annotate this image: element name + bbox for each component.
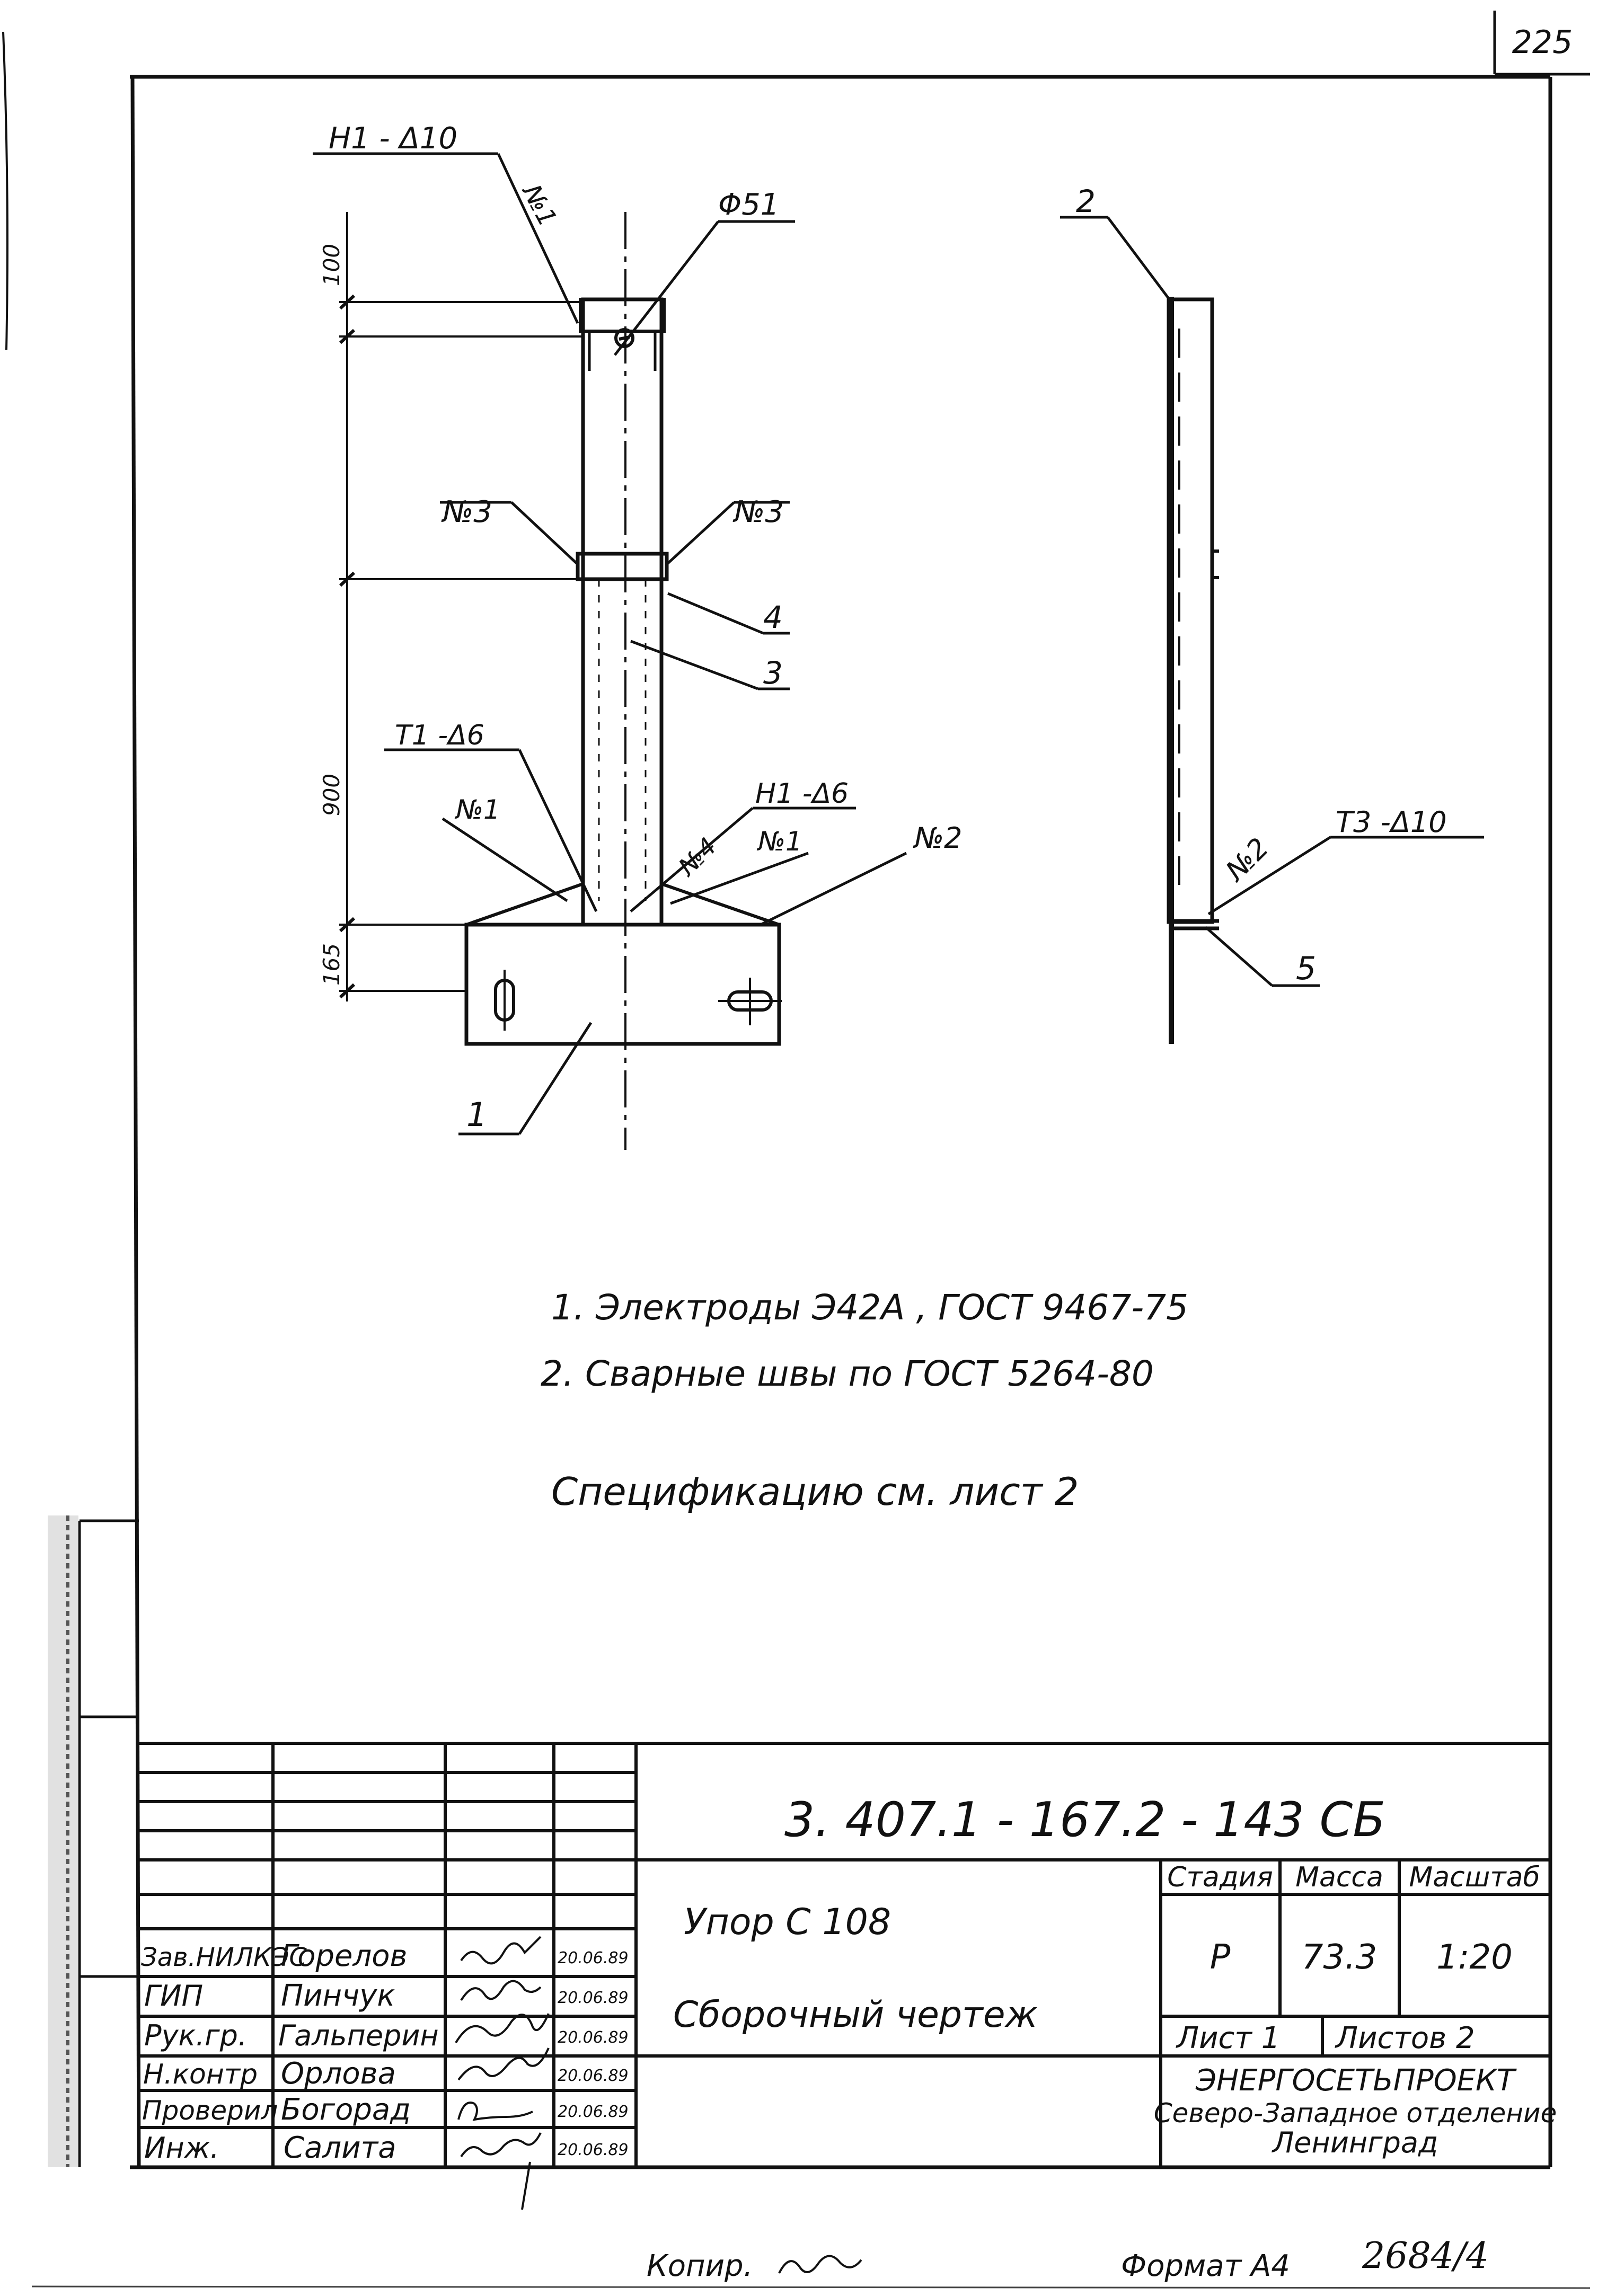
weld-label-n1-mid: №1: [756, 826, 802, 857]
part-label-4: 4: [763, 599, 783, 635]
header-mass: Масса: [1295, 1861, 1383, 1893]
org-city: Ленинград: [1272, 2126, 1438, 2159]
sheets-label: Листов 2: [1335, 2021, 1475, 2055]
weld-label-t1-d6: Т1 -Δ6: [395, 720, 484, 751]
dimension-165: 165: [319, 943, 345, 986]
footer-copied: Копир.: [647, 2249, 753, 2283]
side-view: [1167, 297, 1219, 1044]
binding-strip-shading: [48, 1515, 78, 2167]
signature-date: 20.06.89: [558, 1989, 629, 2007]
spec-note: Спецификацию см. лист 2: [551, 1469, 1079, 1514]
weld-label-n1-top: №1: [516, 179, 563, 232]
dimension-900: 900: [319, 774, 345, 816]
signature-role: ГИП: [144, 1979, 203, 2013]
value-scale: 1:20: [1436, 1938, 1513, 1977]
signature-role: Инж.: [144, 2131, 219, 2165]
weld-label-n3-left: №3: [441, 495, 492, 529]
dimension-100: 100: [319, 244, 345, 286]
signature-date: 20.06.89: [558, 2067, 629, 2085]
signature-role: Зав.НИЛКЭС: [141, 1943, 307, 1972]
signature-date: 20.06.89: [558, 2103, 629, 2121]
signature-date: 20.06.89: [558, 2028, 629, 2047]
signature-role: Рук.гр.: [144, 2019, 247, 2052]
signature-name: Горелов: [281, 1939, 408, 1973]
note-2: 2. Сварные швы по ГОСТ 5264-80: [541, 1353, 1154, 1394]
sheet-label: Лист 1: [1176, 2021, 1280, 2055]
hole-diameter-label: Φ51: [718, 188, 779, 222]
signature-role: Проверил: [142, 2095, 278, 2126]
copier-signature: [778, 2255, 862, 2274]
binding-strip: [78, 1519, 139, 2167]
bottom-edge-line: [31, 2285, 1591, 2289]
drawing-designation: 3. 407.1 - 167.2 - 143 СБ: [784, 1792, 1385, 1848]
footer-number: 2684/4: [1362, 2235, 1489, 2277]
page-number-box: [1493, 11, 1590, 76]
title-block-grid: [139, 1742, 1550, 2167]
page-number: 225: [1512, 24, 1573, 61]
weld-label-n2-front: №2: [913, 821, 963, 855]
signature-date: 20.06.89: [558, 1949, 629, 1967]
footer-format: Формат А4: [1121, 2249, 1290, 2283]
signature-name: Пинчук: [281, 1979, 395, 2013]
weld-label-t3-d10: Т3 -Δ10: [1336, 805, 1447, 839]
signature-role: Н.контр: [143, 2059, 258, 2090]
value-mass: 73.3: [1302, 1938, 1378, 1977]
signature-date: 20.06.89: [558, 2141, 629, 2159]
weld-label-n2-side: №2: [1219, 832, 1275, 888]
front-leaders: [313, 152, 907, 1136]
part-label-5: 5: [1296, 950, 1316, 987]
note-1: 1. Электроды Э42А , ГОСТ 9467-75: [551, 1287, 1188, 1328]
scan-edge-mark: [2, 31, 8, 350]
org-name: ЭНЕРГОСЕТЬПРОЕКТ: [1195, 2063, 1517, 2098]
drawing-title-line2: Сборочный чертеж: [673, 1994, 1038, 2036]
signature-name: Богорад: [281, 2093, 411, 2127]
part-label-3: 3: [763, 655, 783, 691]
header-scale: Масштаб: [1409, 1861, 1540, 1893]
drawing-title-line1: Упор С 108: [684, 1901, 891, 1943]
value-stage: Р: [1210, 1938, 1231, 1977]
signature-name: Салита: [284, 2131, 396, 2165]
org-department: Северо-Западное отделение: [1154, 2098, 1557, 2129]
weld-label-h1-d6: Н1 -Δ6: [755, 778, 849, 810]
header-stage: Стадия: [1167, 1861, 1273, 1893]
weld-label-n1-left: №1: [454, 794, 500, 825]
part-label-1: 1: [466, 1095, 487, 1134]
drawing-frame: [130, 75, 1552, 2169]
handwritten-signatures: [455, 1936, 550, 2210]
weld-label-h1-d10: Н1 - Δ10: [329, 121, 457, 156]
signature-name: Орлова: [281, 2056, 396, 2091]
front-view: [464, 212, 782, 1150]
front-dimensions: [339, 212, 583, 1001]
part-label-2: 2: [1076, 183, 1096, 219]
side-leaders: [1060, 216, 1484, 987]
weld-label-n3-right: №3: [732, 495, 784, 529]
signature-name: Гальперин: [278, 2019, 439, 2052]
